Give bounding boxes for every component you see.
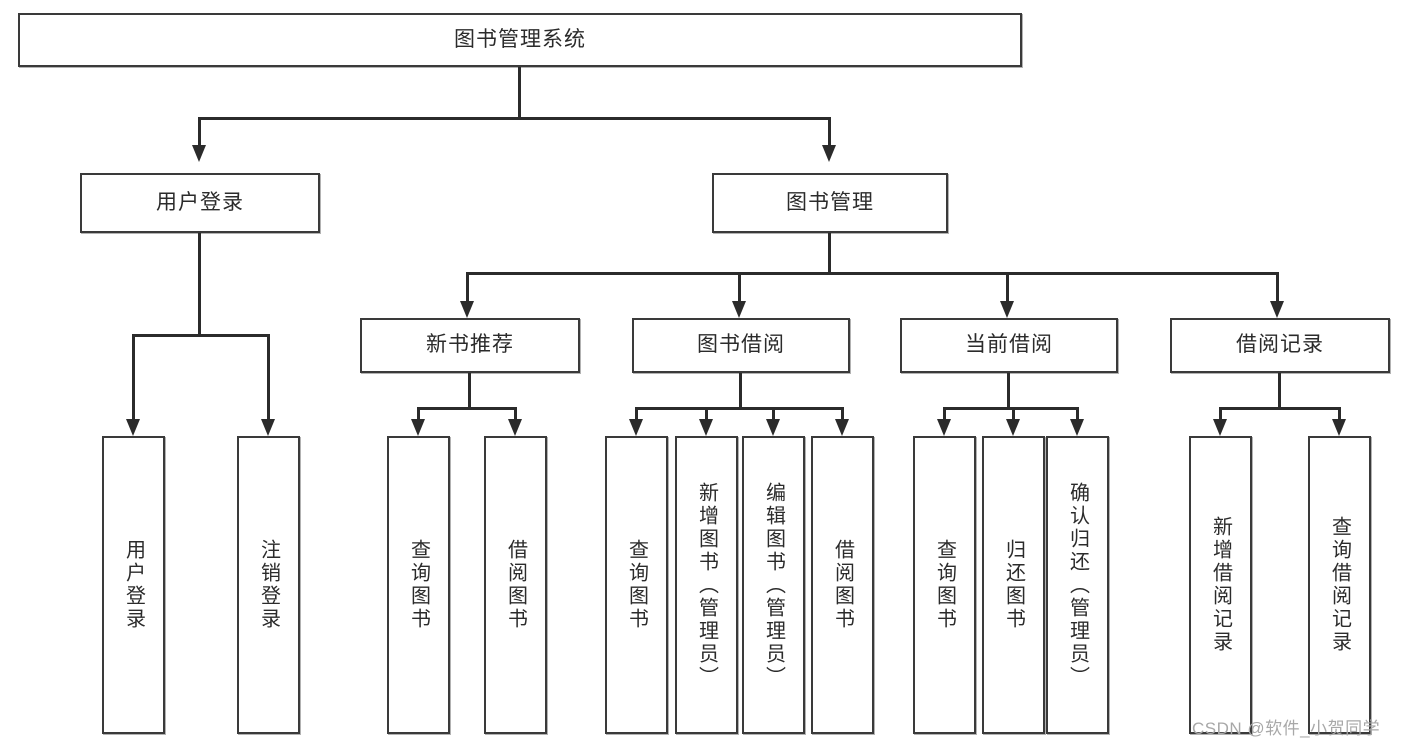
arrow-bookmgmt-child-4 [1270, 301, 1284, 318]
arrow-bookmgmt-child-3 [1000, 301, 1014, 318]
connector-root-bus [198, 117, 831, 120]
node-current-borrow-label: 当前借阅 [965, 333, 1053, 357]
connector-currentborrow-stem [1007, 373, 1010, 407]
connector-newbook-drop-2 [514, 407, 517, 419]
connector-borrowrecord-bus [1219, 407, 1341, 410]
connector-userlogin-drop-2 [267, 334, 270, 419]
node-current-borrow[interactable]: 当前借阅 [900, 318, 1118, 373]
arrow-currentborrow-leaf-2 [1006, 419, 1020, 436]
leaf-book-borrow-3[interactable]: 编辑图书（管理员） [742, 436, 805, 734]
connector-root-to-bookmgmt [828, 117, 831, 145]
connector-bookborrow-stem [739, 373, 742, 407]
leaf-current-borrow-1[interactable]: 查询图书 [913, 436, 976, 734]
node-user-login-label: 用户登录 [156, 190, 244, 214]
connector-currentborrow-drop-2 [1012, 407, 1015, 419]
leaf-new-book-2[interactable]: 借阅图书 [484, 436, 547, 734]
connector-newbook-bus [417, 407, 517, 410]
leaf-book-borrow-1-label: 查询图书 [625, 539, 648, 631]
connector-bookmgmt-stem [828, 233, 831, 272]
node-book-management-label: 图书管理 [786, 190, 874, 214]
leaf-borrow-record-1-label: 新增借阅记录 [1209, 516, 1232, 654]
node-book-borrow-label: 图书借阅 [697, 333, 785, 357]
node-borrow-record-label: 借阅记录 [1236, 333, 1324, 357]
arrow-newbook-leaf-2 [508, 419, 522, 436]
node-root[interactable]: 图书管理系统 [18, 13, 1022, 67]
arrow-bookmgmt-child-1 [460, 301, 474, 318]
leaf-book-borrow-1[interactable]: 查询图书 [605, 436, 668, 734]
leaf-user-login-2[interactable]: 注销登录 [237, 436, 300, 734]
connector-newbook-stem [468, 373, 471, 407]
leaf-borrow-record-1[interactable]: 新增借阅记录 [1189, 436, 1252, 734]
node-root-label: 图书管理系统 [454, 27, 586, 51]
connector-currentborrow-bus [943, 407, 1078, 410]
arrow-currentborrow-leaf-1 [937, 419, 951, 436]
connector-userlogin-drop-1 [132, 334, 135, 419]
leaf-user-login-1[interactable]: 用户登录 [102, 436, 165, 734]
leaf-new-book-2-label: 借阅图书 [504, 539, 527, 631]
leaf-borrow-record-2[interactable]: 查询借阅记录 [1308, 436, 1371, 734]
node-borrow-record[interactable]: 借阅记录 [1170, 318, 1390, 373]
connector-currentborrow-drop-1 [943, 407, 946, 419]
connector-bookborrow-drop-1 [635, 407, 638, 419]
connector-bookborrow-drop-2 [705, 407, 708, 419]
leaf-book-borrow-4-label: 借阅图书 [831, 539, 854, 631]
arrow-currentborrow-leaf-3 [1070, 419, 1084, 436]
connector-userlogin-stem [198, 233, 201, 334]
connector-currentborrow-drop-3 [1076, 407, 1079, 419]
connector-bookmgmt-drop-2 [738, 272, 741, 301]
leaf-borrow-record-2-label: 查询借阅记录 [1328, 516, 1351, 654]
leaf-book-borrow-4[interactable]: 借阅图书 [811, 436, 874, 734]
arrow-bookborrow-leaf-4 [835, 419, 849, 436]
leaf-current-borrow-3[interactable]: 确认归还（管理员） [1046, 436, 1109, 734]
connector-root-stem [518, 67, 521, 117]
node-user-login[interactable]: 用户登录 [80, 173, 320, 233]
connector-bookmgmt-drop-1 [466, 272, 469, 301]
arrow-bookborrow-leaf-3 [766, 419, 780, 436]
arrow-root-to-bookmgmt [822, 145, 836, 162]
node-new-book-recommend[interactable]: 新书推荐 [360, 318, 580, 373]
connector-bookmgmt-bus [466, 272, 1278, 275]
arrow-borrowrecord-leaf-2 [1332, 419, 1346, 436]
node-book-borrow[interactable]: 图书借阅 [632, 318, 850, 373]
arrow-borrowrecord-leaf-1 [1213, 419, 1227, 436]
arrow-newbook-leaf-1 [411, 419, 425, 436]
connector-newbook-drop-1 [417, 407, 420, 419]
arrow-userlogin-leaf-1 [126, 419, 140, 436]
leaf-current-borrow-3-label: 确认归还（管理员） [1066, 481, 1089, 689]
connector-borrowrecord-stem [1278, 373, 1281, 407]
connector-bookmgmt-drop-3 [1006, 272, 1009, 301]
connector-borrowrecord-drop-2 [1338, 407, 1341, 419]
leaf-user-login-2-label: 注销登录 [257, 539, 280, 631]
leaf-user-login-1-label: 用户登录 [122, 539, 145, 631]
leaf-current-borrow-1-label: 查询图书 [933, 539, 956, 631]
connector-bookmgmt-drop-4 [1276, 272, 1279, 301]
leaf-book-borrow-3-label: 编辑图书（管理员） [762, 481, 785, 689]
arrow-root-to-userlogin [192, 145, 206, 162]
connector-userlogin-bus [132, 334, 270, 337]
arrow-bookmgmt-child-2 [732, 301, 746, 318]
node-new-book-recommend-label: 新书推荐 [426, 333, 514, 357]
connector-borrowrecord-drop-1 [1219, 407, 1222, 419]
leaf-new-book-1[interactable]: 查询图书 [387, 436, 450, 734]
leaf-book-borrow-2[interactable]: 新增图书（管理员） [675, 436, 738, 734]
arrow-bookborrow-leaf-2 [699, 419, 713, 436]
leaf-current-borrow-2-label: 归还图书 [1002, 539, 1025, 631]
leaf-new-book-1-label: 查询图书 [407, 539, 430, 631]
connector-bookborrow-bus [635, 407, 844, 410]
connector-bookborrow-drop-3 [772, 407, 775, 419]
node-book-management[interactable]: 图书管理 [712, 173, 948, 233]
leaf-book-borrow-2-label: 新增图书（管理员） [695, 481, 718, 689]
watermark-label: CSDN @软件_小贺同学 [1192, 719, 1381, 738]
leaf-current-borrow-2[interactable]: 归还图书 [982, 436, 1045, 734]
connector-root-to-userlogin [198, 117, 201, 145]
connector-bookborrow-drop-4 [841, 407, 844, 419]
arrow-userlogin-leaf-2 [261, 419, 275, 436]
arrow-bookborrow-leaf-1 [629, 419, 643, 436]
